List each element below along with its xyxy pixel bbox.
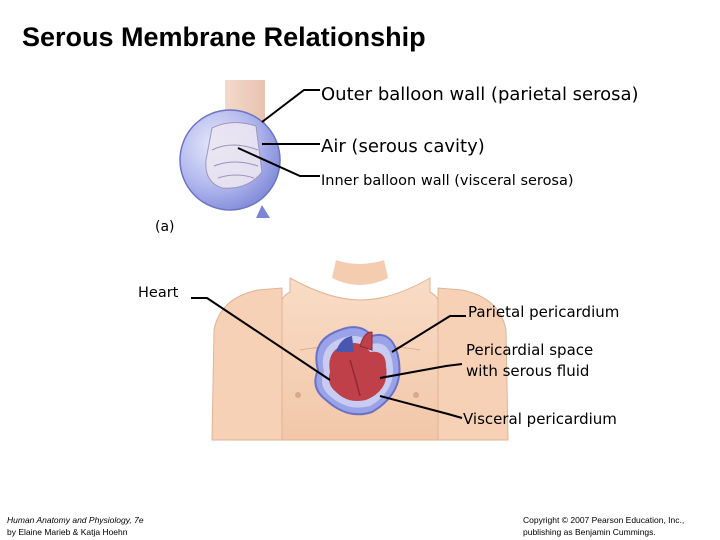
pericardial-space-line1: Pericardial space xyxy=(466,341,594,359)
leader-visceral xyxy=(379,395,463,419)
leader-heart xyxy=(191,297,331,381)
parietal-pericardium-label: Parietal pericardium xyxy=(468,303,620,321)
panel-a-label: (a) xyxy=(155,219,175,235)
visceral-pericardium-label: Visceral pericardium xyxy=(463,410,617,428)
inner-balloon-wall-label: Inner balloon wall (visceral serosa) xyxy=(321,173,574,189)
left-shoulder xyxy=(211,287,283,441)
page-title: Serous Membrane Relationship xyxy=(22,22,426,52)
footer-book-title: Human Anatomy and Physiology, 7e xyxy=(7,515,144,525)
leader-space xyxy=(379,363,463,379)
footer-copyright: Copyright © 2007 Pearson Education, Inc.… xyxy=(523,514,684,538)
right-shoulder xyxy=(437,287,509,441)
neck xyxy=(332,260,388,285)
leader-outer xyxy=(261,89,320,123)
heart-shape xyxy=(328,343,387,401)
balloon-knot xyxy=(256,205,270,218)
footer-copyright-line: Copyright © 2007 Pearson Education, Inc.… xyxy=(523,515,685,525)
nipple-left xyxy=(295,392,301,398)
heart-vessel-blue xyxy=(336,336,354,352)
leader-inner xyxy=(237,147,320,177)
nipple-right xyxy=(413,392,419,398)
heart-vessel-red xyxy=(359,331,373,351)
footer-citation: Human Anatomy and Physiology, 7e by Elai… xyxy=(7,514,144,538)
torso-illustration xyxy=(211,260,509,441)
leader-parietal xyxy=(391,315,466,353)
pericardial-space-label: Pericardial space with serous fluid xyxy=(466,340,593,382)
fist xyxy=(205,122,263,189)
heart-leader-lines xyxy=(191,297,466,419)
footer-publisher-line: publishing as Benjamin Cummings. xyxy=(523,527,656,537)
heart-coronary xyxy=(349,359,361,397)
balloon-illustration xyxy=(179,80,281,218)
air-label: Air (serous cavity) xyxy=(321,136,485,157)
outer-balloon-wall-label: Outer balloon wall (parietal serosa) xyxy=(321,84,639,105)
pericardial-space-line2: with serous fluid xyxy=(466,362,590,380)
fist-knuckles xyxy=(211,144,259,179)
balloon-leader-lines xyxy=(237,89,320,177)
footer-authors: by Elaine Marieb & Katja Hoehn xyxy=(7,527,128,537)
heart-label: Heart xyxy=(138,285,179,301)
